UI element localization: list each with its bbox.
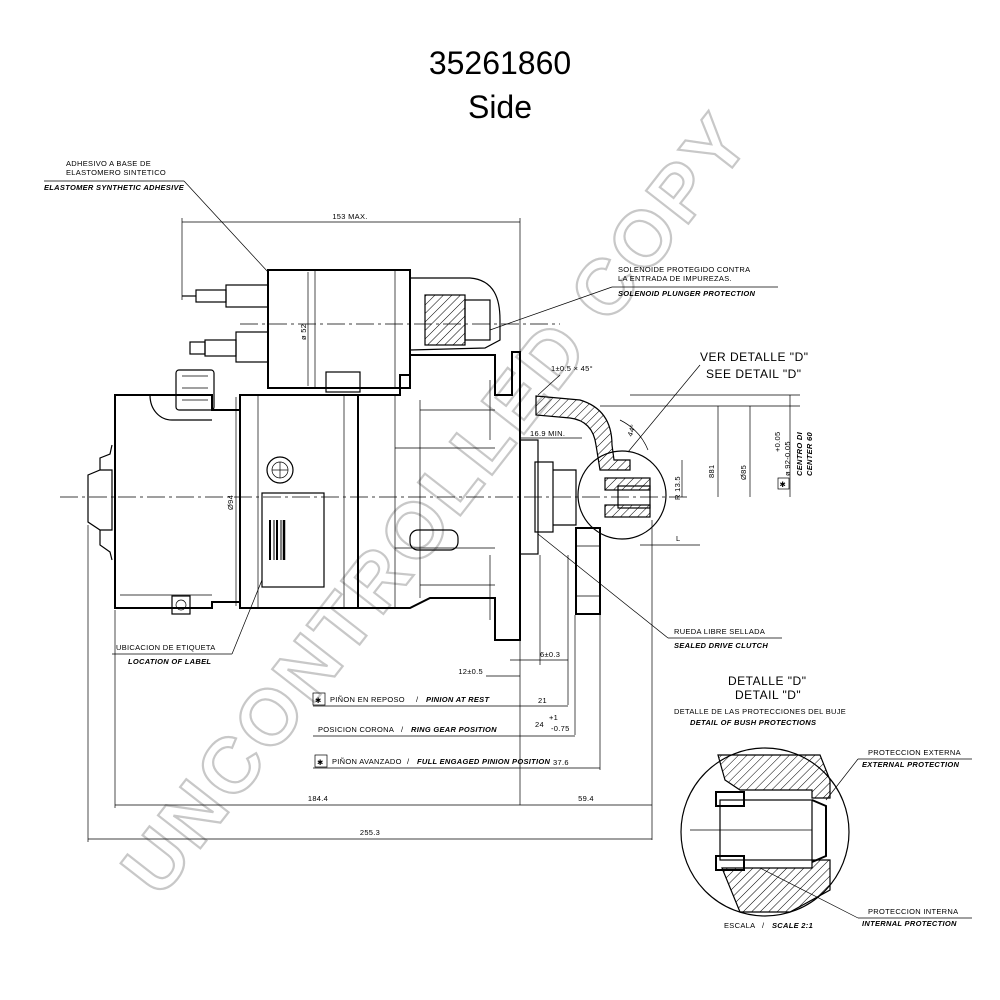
int-protection-en: INTERNAL PROTECTION: [862, 919, 957, 928]
detail-circle-small: [577, 450, 667, 540]
view-title: Side: [468, 89, 532, 125]
ext-protection-es: PROTECCION EXTERNA: [868, 748, 961, 757]
svg-text:SEALED DRIVE CLUTCH: SEALED DRIVE CLUTCH: [674, 641, 768, 650]
dim-l: L: [676, 534, 680, 543]
pos-ring-es: POSICION CORONA: [318, 725, 394, 734]
scale-en: SCALE 2:1: [772, 921, 813, 930]
dim-tol: +0.05: [773, 432, 782, 452]
dim-angle: 44°: [625, 423, 638, 438]
dim-92: ø 92-0.05: [783, 441, 792, 476]
detail-sub-en: DETAIL OF BUSH PROTECTIONS: [690, 718, 816, 727]
dim-r13-5: R 13.5: [673, 476, 682, 500]
callout-solenoid: SOLENOIDE PROTEGIDO CONTRA LA ENTRADA DE…: [489, 265, 778, 331]
dim-chamfer: 1±0.5 × 45°: [551, 364, 593, 373]
dimensions: 153 MAX. ø 52 Ø94 12±0.5 6±0.3 1±0.5 × 4…: [87, 212, 814, 842]
mark-star-right: ✱: [780, 480, 787, 489]
dim-153: 153 MAX.: [332, 212, 367, 221]
dim-6: 6±0.3: [540, 650, 560, 659]
scale-es: ESCALA: [724, 921, 755, 930]
int-protection-es: PROTECCION INTERNA: [868, 907, 958, 916]
part-number: 35261860: [429, 45, 571, 81]
starter-motor: [87, 351, 631, 641]
callout-ver-detalle: VER DETALLE "D" SEE DETAIL "D": [627, 350, 809, 453]
dim-centro: CENTRO DI: [795, 431, 804, 476]
svg-text:SOLENOIDE PROTEGIDO CONTRA: SOLENOIDE PROTEGIDO CONTRA: [618, 265, 750, 274]
solenoid: [175, 269, 560, 411]
pos-ring-sep: /: [401, 725, 404, 734]
dim-center: CENTER 60: [805, 432, 814, 476]
callout-adhesive: ADHESIVO A BASE DE ELASTOMERO SINTETICO …: [44, 159, 269, 273]
dim-16-9: 16.9 MIN.: [530, 429, 565, 438]
pos-engaged-en: FULL ENGAGED PINION POSITION: [417, 757, 551, 766]
scale-sep: /: [762, 921, 765, 930]
svg-text:ELASTOMER SYNTHETIC ADHESIVE: ELASTOMER SYNTHETIC ADHESIVE: [44, 183, 185, 192]
dim-24-up: +1: [549, 713, 558, 722]
svg-text:UBICACION DE ETIQUETA: UBICACION DE ETIQUETA: [116, 643, 216, 652]
dim-184-4: 184.4: [308, 794, 328, 803]
svg-text:RUEDA LIBRE SELLADA: RUEDA LIBRE SELLADA: [674, 627, 765, 636]
ext-protection-en: EXTERNAL PROTECTION: [862, 760, 960, 769]
dim-24-dn: -0.75: [551, 724, 570, 733]
pos-rest-es: PIÑON EN REPOSO: [330, 695, 405, 704]
dim-94: Ø94: [226, 495, 235, 510]
dim-881: 881: [707, 465, 716, 478]
svg-text:LOCATION OF LABEL: LOCATION OF LABEL: [128, 657, 211, 666]
watermark: UNCONTROLLED COPY: [104, 96, 767, 911]
pos-rest-sep: /: [416, 695, 419, 704]
mark-star-rest: ✱: [315, 696, 322, 705]
svg-text:ADHESIVO A BASE DE: ADHESIVO A BASE DE: [66, 159, 151, 168]
pos-rest-en: PINION AT REST: [426, 695, 490, 704]
dim-59-4: 59.4: [578, 794, 594, 803]
label-area: [261, 492, 325, 588]
dim-12: 12±0.5: [458, 667, 483, 676]
callout-label-location: UBICACION DE ETIQUETA LOCATION OF LABEL: [112, 579, 263, 666]
svg-text:SEE DETAIL "D": SEE DETAIL "D": [706, 367, 802, 381]
callout-drive-clutch: RUEDA LIBRE SELLADA SEALED DRIVE CLUTCH: [537, 533, 782, 650]
svg-text:VER DETALLE "D": VER DETALLE "D": [700, 350, 809, 364]
dim-85: Ø85: [739, 465, 748, 480]
svg-text:LA ENTRADA DE IMPUREZAS.: LA ENTRADA DE IMPUREZAS.: [618, 274, 732, 283]
pos-ring-en: RING GEAR POSITION: [411, 725, 497, 734]
svg-text:ELASTOMERO SINTETICO: ELASTOMERO SINTETICO: [66, 168, 166, 177]
dim-52: ø 52: [299, 324, 308, 340]
mark-star-engaged: ✱: [317, 758, 324, 767]
dim-24: 24: [535, 720, 544, 729]
detail-sub-es: DETALLE DE LAS PROTECCIONES DEL BUJE: [674, 707, 846, 716]
detail-title-es: DETALLE "D": [728, 674, 806, 688]
dim-255-3: 255.3: [360, 828, 380, 837]
dim-37-6: 37.6: [553, 758, 569, 767]
detail-d: DETALLE "D" DETAIL "D" DETALLE DE LAS PR…: [674, 674, 972, 930]
dim-21: 21: [538, 696, 547, 705]
pos-engaged-es: PIÑON AVANZADO: [332, 757, 402, 766]
pos-engaged-sep: /: [407, 757, 410, 766]
svg-text:SOLENOID PLUNGER PROTECTION: SOLENOID PLUNGER PROTECTION: [618, 289, 756, 298]
barcode: [269, 520, 286, 560]
detail-title-en: DETAIL "D": [735, 688, 801, 702]
